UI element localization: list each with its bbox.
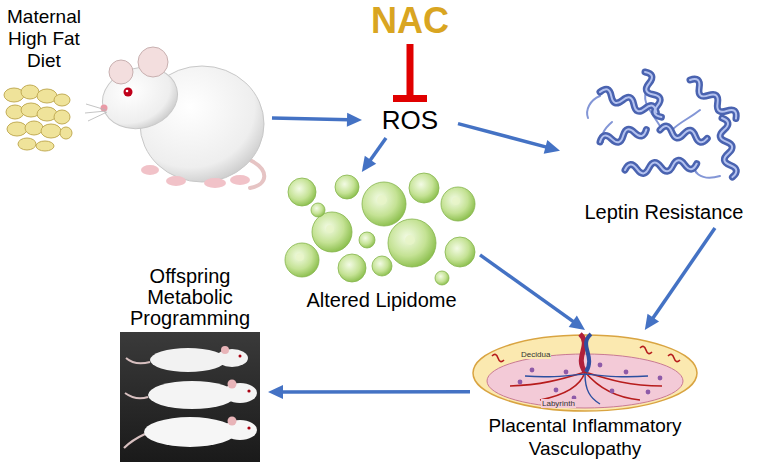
arrow-head: [362, 156, 376, 172]
connector-line: [281, 390, 470, 394]
node-label: Placental Inflammatory Vasculopathy: [470, 414, 700, 460]
arrow-head: [268, 385, 283, 399]
offspring-photo: [120, 332, 260, 462]
inhibition-bar: [393, 95, 427, 102]
arrow-head: [544, 140, 560, 154]
diet-node: Maternal High Fat Diet: [0, 2, 272, 192]
part-label: Labyrinth: [541, 399, 576, 408]
connector-line: [407, 44, 414, 99]
node-label: Leptin Resistance: [560, 200, 768, 224]
arrow-connector: [268, 385, 470, 399]
arrow-connector: [458, 124, 560, 154]
arrow-head: [347, 113, 362, 127]
leptin-node: Leptin Resistance: [560, 60, 768, 228]
ros-node: ROS: [362, 102, 458, 138]
connector-line: [369, 138, 386, 161]
label-holder: Decidua: [520, 343, 551, 361]
protein-ribbon: [587, 70, 739, 178]
food-pellets: [4, 85, 72, 151]
offspring-node: Offspring Metabolic Programming: [112, 264, 268, 464]
arrow-head: [645, 314, 659, 330]
inhibition-connector: [393, 44, 427, 99]
connector-line: [272, 118, 349, 120]
arrow-connector: [645, 228, 715, 330]
node-label: Offspring Metabolic Programming: [112, 266, 268, 329]
droplet-cores: [296, 195, 460, 261]
rat-illustration: [85, 47, 264, 188]
arrow-connector: [272, 113, 362, 127]
placenta-illustration: [473, 334, 697, 411]
connector-line: [480, 255, 574, 322]
lipid-droplets: [285, 173, 475, 285]
arrow-head: [569, 316, 585, 330]
placenta-node: Placental Inflammatory Vasculopathy: [470, 330, 700, 464]
arrow-connector: [362, 138, 386, 172]
node-label: ROS: [362, 105, 458, 135]
node-label: Altered Lipidome: [283, 288, 480, 312]
node-label: NAC: [368, 0, 452, 42]
connector-line: [458, 124, 547, 148]
lipidome-node: Altered Lipidome: [283, 172, 480, 315]
connector-line: [652, 228, 715, 319]
part-label: Decidua: [520, 350, 551, 359]
arrow-connector: [480, 255, 585, 330]
node-label: Maternal High Fat Diet: [2, 6, 86, 72]
label-holder: Labyrinth: [541, 392, 576, 410]
inhibitor-node: NAC: [368, 0, 452, 44]
